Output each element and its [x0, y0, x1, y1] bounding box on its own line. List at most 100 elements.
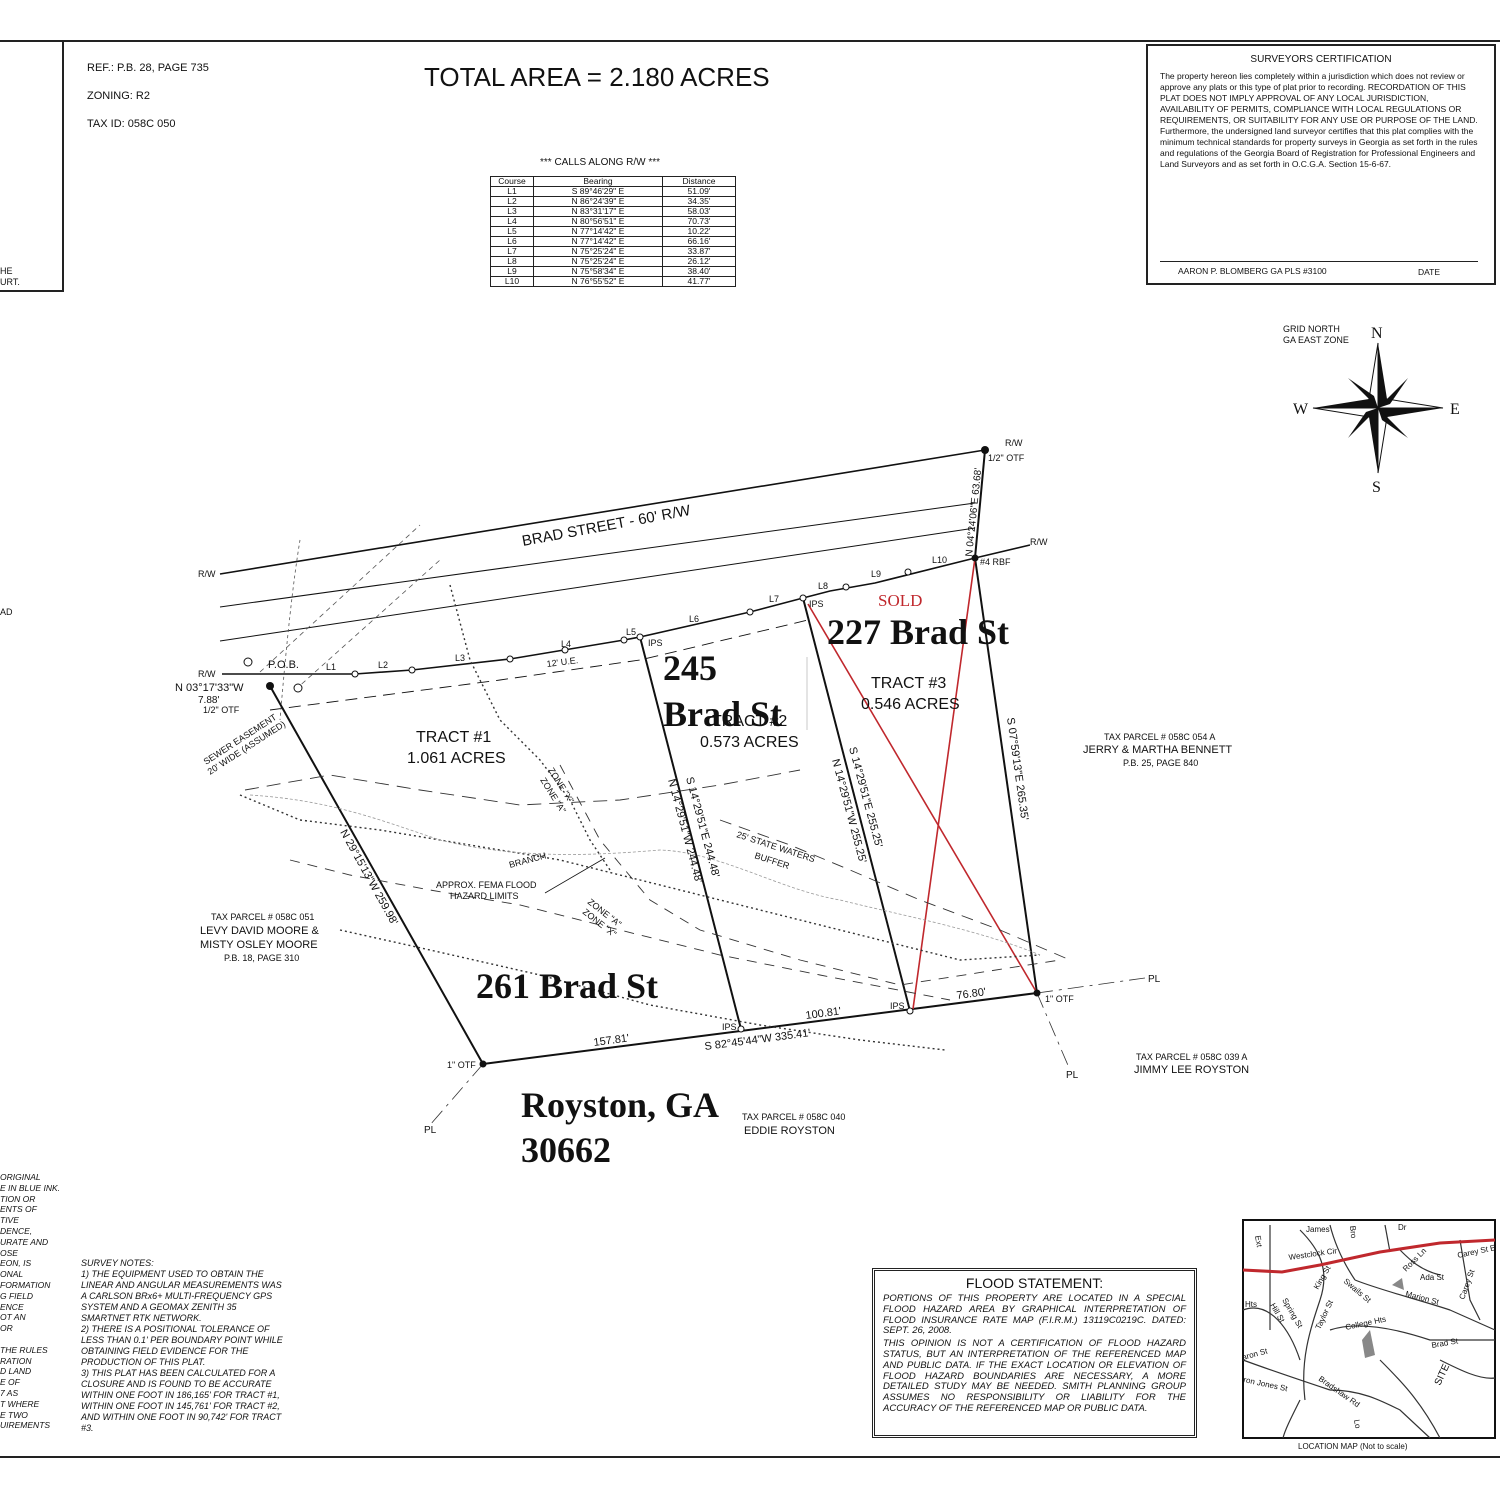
- parcel-039a-line-1: TAX PARCEL # 058C 039 A: [1136, 1052, 1247, 1062]
- left-note-line: URATE AND: [0, 1236, 49, 1247]
- line-label-l3: L3: [455, 653, 465, 663]
- monuments: [243, 568, 914, 1033]
- tract1-area: 1.061 ACRES: [407, 750, 506, 767]
- left-note-line: TIVE: [0, 1215, 19, 1226]
- south-distance-1: 157.81': [593, 1032, 630, 1049]
- survey-note-3: 3) THIS PLAT HAS BEEN CALCULATED FOR A C…: [81, 1368, 282, 1433]
- rbf-label: #4 RBF: [980, 557, 1011, 567]
- compass-e: E: [1450, 401, 1460, 418]
- location-map-caption: LOCATION MAP (Not to scale): [1298, 1442, 1408, 1451]
- ips-label-4: IPS: [890, 1001, 905, 1011]
- left-note-line: ENCE: [0, 1301, 24, 1312]
- street-name: BRAD STREET - 60' R/W: [521, 502, 693, 550]
- fema-leader: [544, 857, 606, 894]
- left-note-line: 7 AS: [0, 1387, 19, 1398]
- line-label-l5: L5: [626, 627, 636, 637]
- branch-stream: [249, 794, 1041, 956]
- rw-label-ne: R/W: [1005, 438, 1023, 448]
- ue-label: 12' U.E.: [546, 655, 579, 669]
- parcel-051-line-3: MISTY OSLEY MOORE: [200, 939, 318, 951]
- map-street-bro: Bro: [1348, 1225, 1358, 1239]
- certification-signer: AARON P. BLOMBERG GA PLS #3100: [1178, 266, 1327, 276]
- survey-note-2: 2) THERE IS A POSITIONAL TOLERANCE OF LE…: [81, 1324, 283, 1367]
- address-227: 227 Brad St: [827, 612, 1009, 652]
- line-label-l9: L9: [871, 569, 881, 579]
- ref-text: REF.: P.B. 28, PAGE 735: [87, 62, 209, 74]
- left-note-line: FORMATION: [0, 1279, 51, 1290]
- found-monuments: [266, 446, 1041, 1068]
- line-label-l7: L7: [769, 594, 779, 604]
- survey-notes: SURVEY NOTES: 1) THE EQUIPMENT USED TO O…: [81, 1258, 286, 1434]
- left-fragment-2: URT.: [0, 277, 20, 287]
- parcel-054a-line-2: JERRY & MARTHA BENNETT: [1083, 744, 1232, 756]
- line-label-l1: L1: [326, 662, 336, 672]
- compass-n: N: [1371, 325, 1383, 342]
- certification-body: The property hereon lies completely with…: [1160, 71, 1478, 169]
- ips-label-2: IPS: [809, 599, 824, 609]
- line-label-l2: L2: [378, 660, 388, 670]
- ne-otf: 1/2" OTF: [988, 453, 1025, 463]
- location-map: Ext James Bro Dr Westclock Cir King St S…: [1241, 1219, 1496, 1451]
- pob-distance: 7.88': [198, 695, 219, 706]
- line-label-l6: L6: [689, 614, 699, 624]
- compass-s: S: [1372, 479, 1381, 496]
- map-street-james: James: [1306, 1225, 1330, 1234]
- flood-statement-paragraph-2: THIS OPINION IS NOT A CERTIFICATION OF F…: [883, 1338, 1186, 1414]
- left-note-line: ENTS OF: [0, 1204, 37, 1215]
- zip-code: 30662: [521, 1130, 611, 1170]
- left-note-line: ONAL: [0, 1269, 24, 1280]
- calls-table-title: *** CALLS ALONG R/W ***: [540, 157, 661, 168]
- sold-tract-markings: [807, 557, 1038, 1010]
- map-street-hts: Hts: [1245, 1300, 1257, 1309]
- flood-zone-lines: [239, 584, 1071, 1051]
- left-note-line: RATION: [0, 1355, 32, 1366]
- zoning-text: ZONING: R2: [87, 90, 150, 102]
- ne-bearing: N 04°24'06"E 63.68': [964, 467, 984, 557]
- certification-title: SURVEYORS CERTIFICATION: [1250, 54, 1392, 65]
- flood-statement-box: FLOOD STATEMENT: PORTIONS OF THIS PROPER…: [872, 1268, 1197, 1438]
- pl-label-sw: PL: [424, 1125, 437, 1136]
- east-bearing: S 07°59'13"E 265.35': [1004, 717, 1030, 821]
- rw-label-west: R/W: [198, 569, 216, 579]
- left-note-line: TION OR: [0, 1193, 36, 1204]
- parcel-040-line-2: EDDIE ROYSTON: [744, 1125, 835, 1137]
- left-fragment-3: AD: [0, 607, 13, 617]
- left-note-line: D LAND: [0, 1366, 32, 1377]
- left-note-line: [0, 1334, 70, 1345]
- surveyor-certification-box: SURVEYORS CERTIFICATION The property her…: [1146, 44, 1496, 285]
- rw-label-e: R/W: [1030, 537, 1048, 547]
- left-note-line: T WHERE: [0, 1398, 40, 1409]
- fema-label-2: HAZARD LIMITS: [450, 891, 519, 901]
- compass-w: W: [1293, 401, 1309, 418]
- address-245-street: Brad St: [663, 694, 782, 734]
- utility-easement-line: [269, 619, 809, 711]
- south-distance-2: 100.81': [805, 1005, 842, 1022]
- parcel-054a-line-3: P.B. 25, PAGE 840: [1123, 758, 1198, 768]
- branch-label: BRANCH: [508, 850, 547, 869]
- map-street-dr: Dr: [1398, 1223, 1407, 1232]
- survey-notes-title: SURVEY NOTES:: [81, 1258, 154, 1268]
- fema-label-1: APPROX. FEMA FLOOD: [436, 880, 537, 890]
- south-distance-3: 76.80': [956, 986, 987, 1002]
- parcel-040-line-1: TAX PARCEL # 058C 040: [742, 1112, 845, 1122]
- rw-label-sw: R/W: [198, 669, 216, 679]
- tract2-name: TRACT #2: [712, 713, 787, 730]
- left-note-line: ORIGINAL: [0, 1172, 41, 1182]
- total-area-title: TOTAL AREA = 2.180 ACRES: [424, 62, 770, 92]
- parcel-051-line-2: LEVY DAVID MOORE &: [200, 925, 319, 937]
- sold-label: SOLD: [878, 591, 922, 610]
- certification-signature-line: [1160, 261, 1478, 262]
- city-state: Royston, GA: [521, 1085, 719, 1125]
- tract1-name: TRACT #1: [416, 729, 491, 746]
- left-note-line: THE RULES: [0, 1344, 48, 1355]
- left-title-box: [0, 40, 64, 292]
- otf-label-sw: 1" OTF: [447, 1060, 476, 1070]
- property-boundary: [269, 449, 1038, 1065]
- flood-statement-title: FLOOD STATEMENT:: [965, 1275, 1104, 1291]
- pl-label-e: PL: [1148, 974, 1161, 985]
